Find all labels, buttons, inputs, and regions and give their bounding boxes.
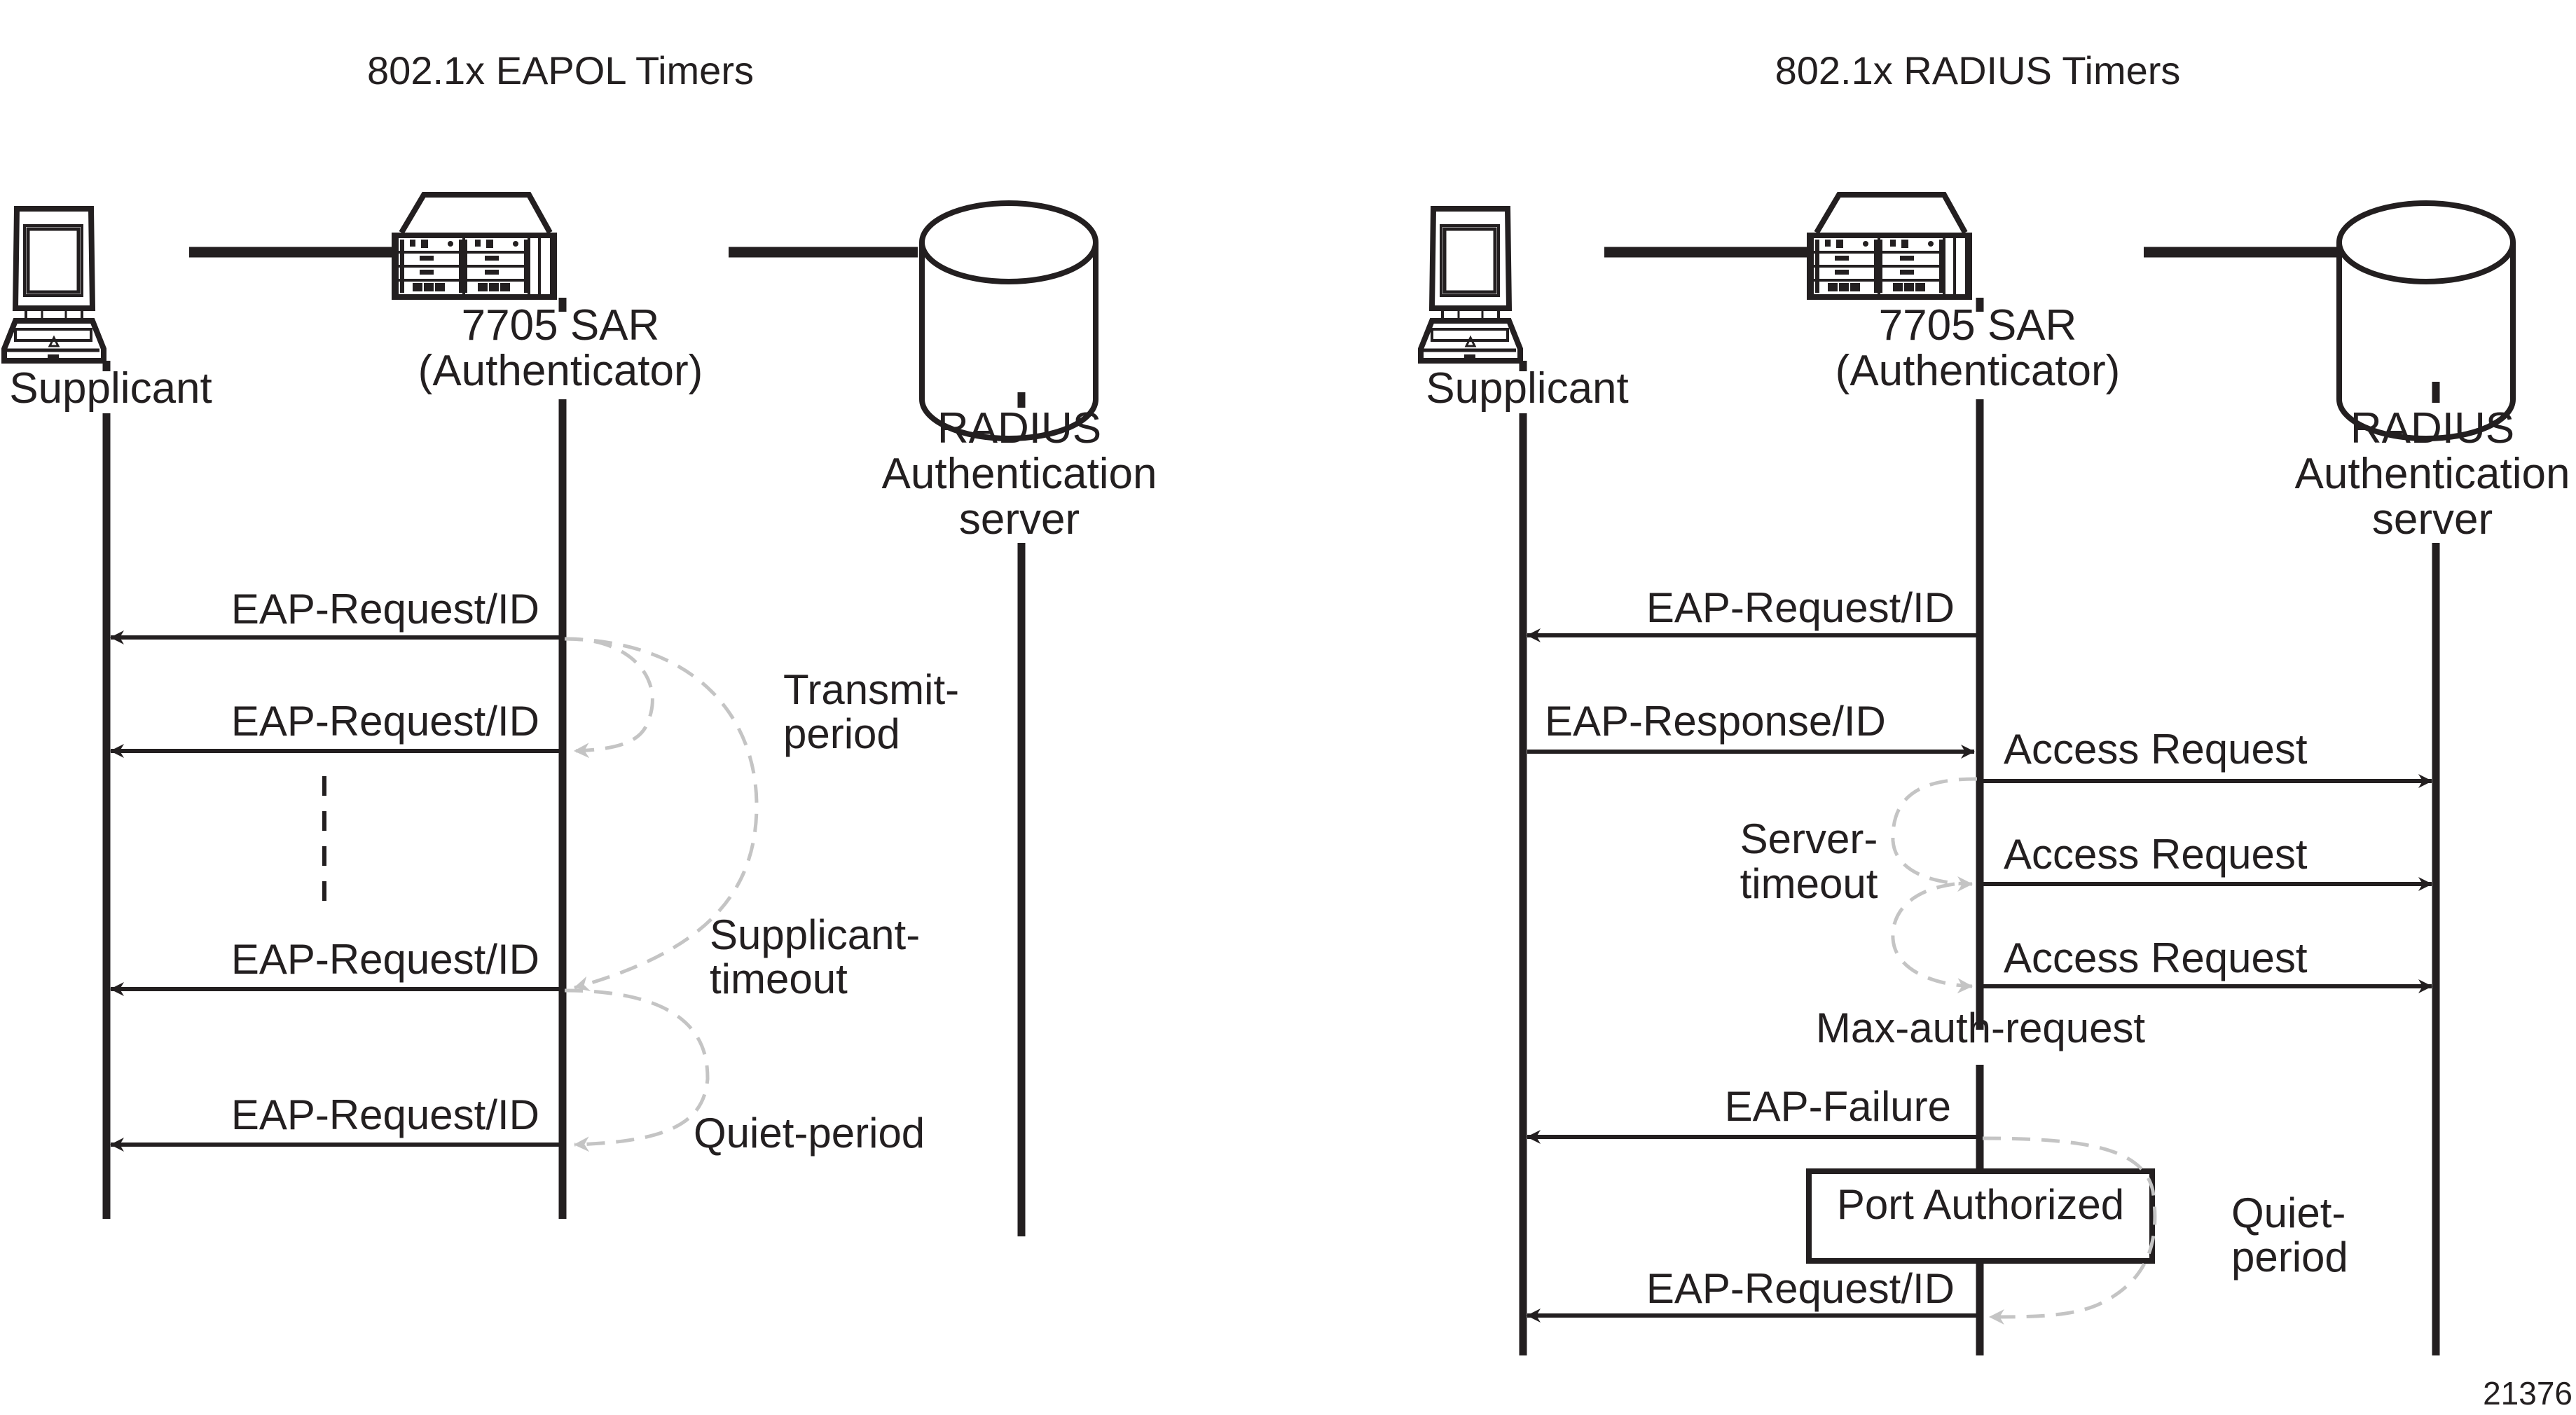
supplicant-label: Supplicant bbox=[1426, 364, 1629, 413]
database-cylinder-icon bbox=[922, 203, 1096, 439]
server-label-line1: RADIUS bbox=[937, 404, 1101, 453]
laptop-icon bbox=[1421, 209, 1520, 361]
supplicant-timeout-label-line2: timeout bbox=[710, 955, 848, 1002]
right-panel: 802.1x RADIUS Timers Supplicant 7705 SAR… bbox=[1421, 48, 2570, 1355]
message-label: EAP-Response/ID bbox=[1545, 698, 1886, 745]
left-panel-title: 802.1x EAPOL Timers bbox=[367, 48, 754, 92]
max-auth-request-label: Max-auth-request bbox=[1816, 1005, 2146, 1051]
transmit-period-label-line2: period bbox=[783, 710, 900, 757]
figure-id: 21376 bbox=[2483, 1375, 2572, 1411]
port-authorized-box bbox=[1806, 1168, 2155, 1264]
supplicant-timeout-curve bbox=[564, 637, 759, 991]
quiet-period-label: Quiet-period bbox=[694, 1110, 925, 1157]
message-label: EAP-Request/ID bbox=[1646, 584, 1955, 631]
port-authorized-label: Port Authorized bbox=[1837, 1181, 2124, 1228]
database-cylinder-icon bbox=[2339, 203, 2513, 439]
server-timeout-label-line2: timeout bbox=[1740, 860, 1878, 907]
server-label-line2: Authentication bbox=[2295, 450, 2570, 498]
message-label: EAP-Request/ID bbox=[231, 1091, 539, 1138]
laptop-icon bbox=[4, 209, 104, 361]
server-timeout-curve-1 bbox=[1891, 777, 1978, 892]
message-label: EAP-Request/ID bbox=[231, 586, 539, 633]
quiet-period-label-line1: Quiet- bbox=[2231, 1189, 2346, 1236]
message-label: Access Request bbox=[2004, 831, 2308, 878]
message-label: EAP-Failure bbox=[1725, 1083, 1951, 1130]
quiet-period-curve bbox=[564, 988, 710, 1152]
server-label-line2: Authentication bbox=[882, 450, 1157, 498]
quiet-period-label-line2: period bbox=[2231, 1234, 2348, 1281]
authenticator-label-line2: (Authenticator) bbox=[418, 347, 703, 395]
message-label: EAP-Request/ID bbox=[231, 698, 539, 745]
server-label-line3: server bbox=[2372, 495, 2493, 544]
authenticator-label-line2: (Authenticator) bbox=[1835, 347, 2121, 395]
supplicant-label: Supplicant bbox=[9, 364, 212, 413]
right-panel-title: 802.1x RADIUS Timers bbox=[1775, 48, 2181, 92]
router-chassis-icon bbox=[1807, 195, 1972, 300]
transmit-period-curve bbox=[564, 637, 654, 759]
server-timeout-curve-2 bbox=[1891, 882, 1974, 994]
transmit-period-label-line1: Transmit- bbox=[783, 666, 959, 713]
server-label-line1: RADIUS bbox=[2350, 404, 2514, 453]
quiet-period-curve bbox=[1982, 1136, 2157, 1325]
server-timeout-label-line1: Server- bbox=[1740, 815, 1878, 862]
message-label: Access Request bbox=[2004, 726, 2308, 773]
message-label: EAP-Request/ID bbox=[231, 936, 539, 983]
router-chassis-icon bbox=[392, 195, 557, 300]
server-label-line3: server bbox=[959, 495, 1080, 544]
left-panel: 802.1x EAPOL Timers Supplicant 7705 SAR … bbox=[4, 48, 1157, 1236]
message-label: Access Request bbox=[2004, 934, 2308, 981]
supplicant-timeout-label-line1: Supplicant- bbox=[710, 911, 920, 958]
message-label: EAP-Request/ID bbox=[1646, 1265, 1955, 1312]
